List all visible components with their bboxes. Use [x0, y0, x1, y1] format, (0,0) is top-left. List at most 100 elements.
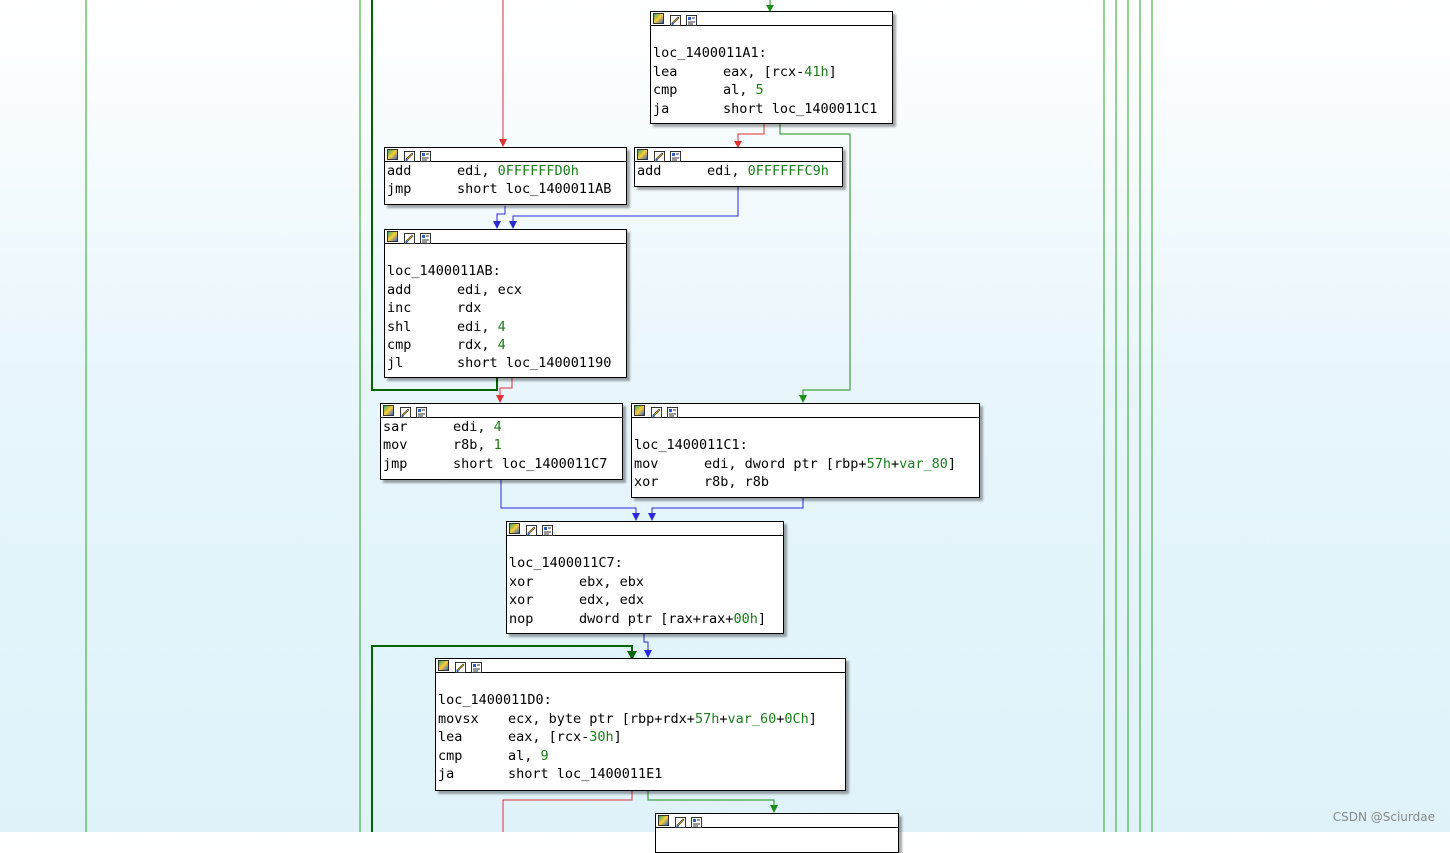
graph-color-icon[interactable]	[387, 231, 398, 242]
mnemonic: ja	[438, 765, 455, 782]
edit-pencil-icon[interactable]	[654, 149, 665, 162]
edit-pencil-icon[interactable]	[651, 405, 662, 418]
node-info-icon[interactable]	[416, 405, 427, 418]
mnemonic: lea	[438, 729, 463, 746]
node-header	[656, 814, 898, 828]
operand-number: 4	[497, 318, 506, 335]
mnemonic: add	[387, 281, 412, 298]
operand-text: +	[776, 710, 785, 727]
location-label: loc_1400011A1:	[653, 44, 890, 62]
graph-color-icon[interactable]	[658, 815, 669, 826]
node-info-icon[interactable]	[542, 523, 553, 536]
operand-text: rdx,	[457, 336, 498, 353]
mnemonic: jmp	[387, 181, 412, 198]
node-header	[385, 148, 626, 162]
mnemonic: cmp	[653, 82, 678, 99]
graph-color-icon[interactable]	[637, 149, 648, 160]
blank-line	[634, 418, 977, 436]
node-header	[381, 404, 622, 418]
graph-color-icon[interactable]	[509, 523, 520, 534]
graph-color-icon[interactable]	[634, 405, 645, 416]
node-info-icon[interactable]	[667, 405, 678, 418]
edit-pencil-icon[interactable]	[670, 13, 681, 26]
graph-color-icon[interactable]	[653, 13, 664, 24]
operand-text: ]	[757, 610, 766, 627]
node-header	[507, 522, 783, 536]
operand-text: eax, [rcx-	[723, 63, 805, 80]
operand-number: 00h	[733, 610, 758, 627]
mnemonic: cmp	[387, 336, 412, 353]
edit-pencil-icon[interactable]	[526, 523, 537, 536]
node-info-icon[interactable]	[420, 231, 431, 244]
operand-text: ]	[613, 729, 622, 746]
label-text: loc_1400011A1:	[653, 45, 767, 62]
operand-number: 57h	[866, 455, 891, 472]
location-label: loc_1400011C1:	[634, 436, 977, 454]
instruction-line: jl short loc_140001190	[387, 354, 624, 372]
operand-text: short loc_140001190	[457, 355, 612, 372]
background-edge-lines	[85, 0, 1153, 832]
code-block-partial[interactable]	[655, 813, 899, 853]
node-info-icon[interactable]	[686, 13, 697, 26]
node-info-icon[interactable]	[670, 149, 681, 162]
operand-text: short loc_1400011E1	[508, 765, 663, 782]
mnemonic: movsx	[438, 710, 479, 727]
mnemonic: add	[387, 163, 412, 179]
edit-pencil-icon[interactable]	[675, 815, 686, 828]
mnemonic: mov	[383, 437, 408, 454]
node-info-icon[interactable]	[420, 149, 431, 162]
graph-color-icon[interactable]	[438, 660, 449, 671]
operand-text: edi,	[457, 318, 498, 335]
instruction-line: xor ebx, ebx	[509, 573, 781, 591]
operand-text: eax, [rcx-	[508, 729, 590, 746]
operand-text: ebx, ebx	[579, 573, 645, 590]
node-header	[635, 148, 842, 162]
operand-text: al,	[508, 747, 541, 764]
node-header	[385, 230, 626, 244]
mnemonic: sar	[383, 419, 408, 435]
edit-pencil-icon[interactable]	[455, 660, 466, 673]
operand-number: 57h	[694, 710, 720, 727]
mnemonic: cmp	[438, 747, 463, 764]
label-text: loc_1400011AB:	[387, 263, 501, 280]
mnemonic: xor	[509, 573, 534, 590]
edit-pencil-icon[interactable]	[400, 405, 411, 418]
operand-variable: var_60	[727, 710, 777, 727]
label-text: loc_1400011D0:	[438, 692, 552, 709]
node-info-icon[interactable]	[691, 815, 702, 828]
mnemonic: shl	[387, 318, 412, 335]
operand-text: edi,	[453, 419, 494, 435]
edit-pencil-icon[interactable]	[404, 231, 415, 244]
edit-pencil-icon[interactable]	[404, 149, 415, 162]
node-info-icon[interactable]	[471, 660, 482, 673]
operand-number: 9	[540, 747, 549, 764]
blank-line	[509, 536, 781, 554]
operand-number: 0Ch	[784, 710, 809, 727]
operand-text: r8b, r8b	[704, 474, 770, 491]
graph-color-icon[interactable]	[383, 405, 394, 416]
mnemonic: jl	[387, 355, 404, 372]
label-text: loc_1400011C7:	[509, 555, 623, 572]
node-header	[436, 659, 845, 673]
graph-color-icon[interactable]	[387, 149, 398, 160]
operand-number: 0FFFFFFD0h	[497, 163, 579, 179]
operand-text: +	[890, 455, 900, 472]
